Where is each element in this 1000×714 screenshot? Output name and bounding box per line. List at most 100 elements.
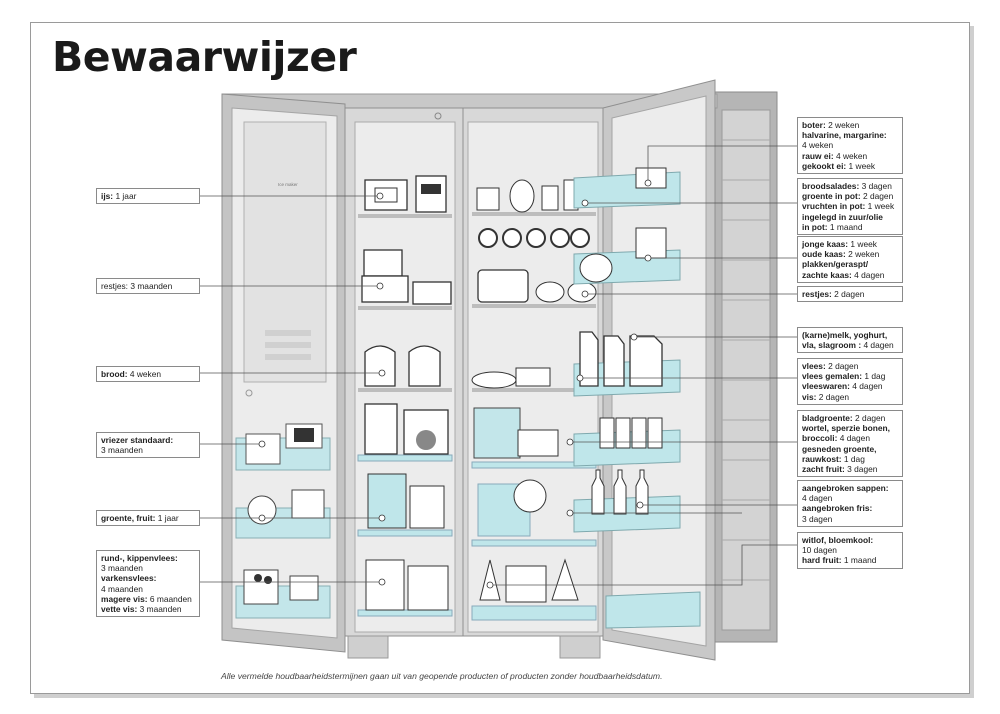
label-duration: 3 maanden	[101, 563, 143, 574]
label-line: wortel, sperzie bonen,	[802, 423, 898, 433]
label-term: vis:	[802, 391, 819, 402]
label-line: rauw ei: 4 weken	[802, 151, 898, 161]
label-duration: 4 dagen	[839, 433, 870, 444]
label-term: halvarine, margarine:	[802, 130, 887, 141]
label-line: witlof, bloemkool:	[802, 535, 898, 545]
label-term: varkensvlees:	[101, 573, 157, 584]
label-line: hard fruit: 1 maand	[802, 555, 898, 565]
label-duration: 1 week	[848, 160, 876, 171]
label-line: jonge kaas: 1 week	[802, 239, 898, 249]
label-line: 10 dagen	[802, 545, 898, 555]
label-duration: 2 weken	[828, 120, 860, 130]
label-duration: 2 weken	[848, 249, 880, 260]
label-duration: 1 maand	[829, 221, 863, 232]
label-term: jonge kaas:	[802, 239, 851, 249]
label-line: 4 weken	[802, 140, 898, 150]
label-term: rund-, kippenvlees:	[101, 553, 178, 563]
label-restjes-freezer: restjes: 3 maanden	[96, 278, 200, 295]
label-line: bladgroente: 2 dagen	[802, 413, 898, 423]
label-duration: 1 week	[867, 201, 895, 212]
label-term: gekookt ei:	[802, 160, 849, 171]
label-term: aangebroken sappen:	[802, 483, 889, 493]
label-duration: 4 weken	[129, 369, 162, 379]
label-term: broodsalades:	[802, 181, 862, 191]
label-line: (karne)melk, yoghurt,	[802, 330, 898, 340]
label-duration: 2 dagen	[818, 391, 850, 402]
label-term: zacht fruit:	[802, 464, 848, 475]
label-duration: 3 maanden	[139, 604, 182, 615]
label-line: brood: 4 weken	[101, 369, 195, 379]
label-term: bladgroente:	[802, 413, 856, 423]
label-line: vla, slagroom : 4 dagen	[802, 340, 898, 350]
label-term: magere vis:	[101, 593, 150, 604]
label-duration: 3 dagen	[847, 464, 878, 475]
label-term: aangebroken fris:	[802, 503, 873, 514]
label-duration: 1 jaar	[157, 513, 179, 523]
label-duration: restjes:	[101, 281, 131, 291]
label-line: halvarine, margarine:	[802, 130, 898, 140]
label-vriezer-standaard: vriezer standaard:3 maanden	[96, 432, 200, 459]
label-line: vlees gemalen: 1 dag	[802, 371, 898, 381]
label-ijs: ijs: 1 jaar	[96, 188, 200, 205]
label-line: oude kaas: 2 weken	[802, 249, 898, 259]
label-term: rauwkost:	[802, 453, 844, 464]
label-term: wortel, sperzie bonen,	[802, 423, 890, 434]
label-line: rauwkost: 1 dag	[802, 454, 898, 464]
footnote: Alle vermelde houdbaarheidstermijnen gaa…	[221, 671, 663, 681]
label-line: varkensvlees:	[101, 573, 195, 583]
label-line: vriezer standaard:	[101, 435, 195, 445]
label-duration: 4 dagen	[852, 381, 883, 392]
label-line: restjes: 2 dagen	[802, 289, 898, 299]
label-duration: 4 dagen	[802, 493, 833, 504]
label-term: witlof, bloemkool:	[802, 535, 874, 545]
label-zuivel: (karne)melk, yoghurt,vla, slagroom : 4 d…	[797, 327, 903, 354]
label-line: groente in pot: 2 dagen	[802, 191, 898, 201]
label-term: vlees:	[802, 361, 829, 371]
label-duration: 1 dag	[843, 453, 865, 464]
label-line: ingelegd in zuur/olie	[802, 212, 898, 222]
label-line: gekookt ei: 1 week	[802, 161, 898, 171]
label-duration: 4 weken	[802, 140, 834, 151]
label-duration: 4 dagen	[854, 269, 885, 280]
label-duration: 3 maanden	[130, 281, 173, 291]
label-line: magere vis: 6 maanden	[101, 594, 195, 604]
label-line: groente, fruit: 1 jaar	[101, 513, 195, 523]
label-line: boter: 2 weken	[802, 120, 898, 130]
label-duration: 2 dagen	[834, 289, 865, 299]
label-line: vis: 2 dagen	[802, 392, 898, 402]
label-duration: 10 dagen	[802, 545, 837, 556]
label-term: vriezer standaard:	[101, 435, 174, 445]
label-term: (karne)melk, yoghurt,	[802, 330, 888, 340]
label-duration: 3 dagen	[861, 181, 892, 191]
label-term: groente in pot:	[802, 191, 863, 202]
label-line: aangebroken sappen:	[802, 483, 898, 493]
label-term: vlees gemalen:	[802, 371, 865, 382]
label-line: 3 maanden	[101, 445, 195, 455]
door-bin-bottles	[573, 495, 681, 533]
leader-lines	[200, 145, 797, 586]
label-brood: brood: 4 weken	[96, 366, 200, 383]
label-term: broccoli:	[802, 433, 840, 444]
label-term: oude kaas:	[802, 249, 849, 260]
label-term: vruchten in pot:	[802, 201, 868, 212]
label-duration: 1 week	[850, 239, 877, 249]
ice-maker-text: Ice maker	[278, 182, 298, 187]
label-line: broodsalades: 3 dagen	[802, 181, 898, 191]
label-term: ijs:	[101, 191, 116, 201]
label-line: vleeswaren: 4 dagen	[802, 381, 898, 391]
label-line: vette vis: 3 maanden	[101, 604, 195, 614]
page-title: Bewaarwijzer	[52, 33, 357, 81]
label-line: 3 maanden	[101, 563, 195, 573]
label-term: zachte kaas:	[802, 269, 855, 280]
label-line: plakken/geraspt/	[802, 259, 898, 269]
label-duration: 2 dagen	[862, 191, 894, 202]
label-term: rauw ei:	[802, 150, 836, 161]
label-line: vlees: 2 dagen	[802, 361, 898, 371]
